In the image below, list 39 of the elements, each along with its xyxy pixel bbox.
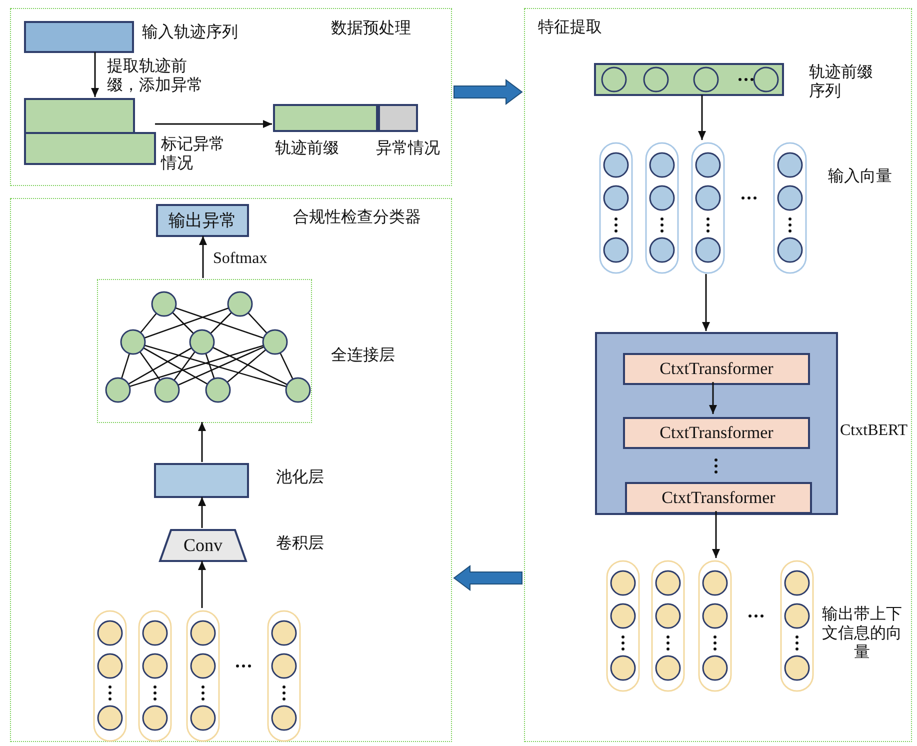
arrow <box>91 52 99 97</box>
panel-title: 特征提取 <box>538 18 602 37</box>
layer-label: 轨迹前缀序列 <box>809 63 873 101</box>
layer-label: 全连接层 <box>331 346 396 365</box>
arrow <box>198 422 206 462</box>
layer-label: CtxtBERT <box>840 421 908 440</box>
block-arrow <box>453 565 522 591</box>
arrow <box>712 511 720 558</box>
panel <box>10 8 452 186</box>
arrow <box>698 95 706 140</box>
layer-label: 输入轨迹序列 <box>142 23 239 42</box>
panel-title: 合规性检查分类器 <box>293 208 421 227</box>
encoder-box <box>595 332 838 515</box>
panel <box>524 8 912 742</box>
arrow <box>155 120 272 128</box>
process-box <box>154 463 249 498</box>
process-box: CtxtTransformer <box>623 353 810 385</box>
layer-label: 输入向量 <box>828 167 893 186</box>
layer-label: 标记异常情况 <box>161 135 226 173</box>
arrow <box>702 274 710 331</box>
arrow <box>198 561 206 608</box>
arrow <box>709 382 717 414</box>
layer-label: 异常情况 <box>376 139 441 158</box>
layer-label: 池化层 <box>276 468 325 487</box>
layer-label: 轨迹前缀 <box>275 139 340 158</box>
process-box: CtxtTransformer <box>625 482 812 514</box>
arrow <box>199 236 207 278</box>
block-arrow <box>454 79 523 105</box>
process-box: 输出异常 <box>156 204 249 237</box>
process-box <box>378 104 418 132</box>
layer-label: 卷积层 <box>276 534 325 553</box>
process-box <box>273 104 378 132</box>
panel <box>10 198 452 742</box>
process-box: CtxtTransformer <box>623 417 810 449</box>
layer-label: 输出带上下文信息的向量 <box>821 605 903 662</box>
arrow <box>198 497 206 528</box>
panel-title: 数据预处理 <box>331 19 411 38</box>
process-box <box>24 21 134 53</box>
conv-trapezoid: Conv <box>159 529 247 562</box>
